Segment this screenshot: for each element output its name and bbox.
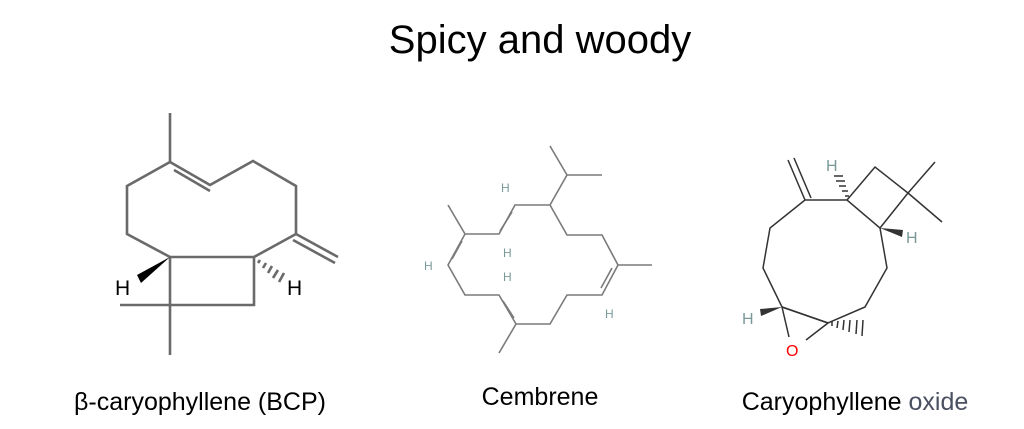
- hydrogen-label: H: [605, 307, 614, 321]
- hydrogen-label: H: [906, 230, 918, 247]
- oxygen-label: O: [786, 343, 798, 360]
- caryophyllene-oxide-structure: H H H O: [742, 157, 943, 360]
- page-title: Spicy and woody: [388, 18, 692, 62]
- hydrogen-label: H: [501, 181, 510, 195]
- bcp-structure: H H: [115, 113, 339, 355]
- hydrogen-label: H: [742, 311, 754, 328]
- caryophyllene-oxide-caption: Caryophyllene oxide: [742, 388, 969, 417]
- caption-main: Caryophyllene: [741, 388, 902, 416]
- bcp-caption: β-caryophyllene (BCP): [74, 388, 326, 416]
- wedge-bond: [137, 257, 170, 283]
- hydrogen-label: H: [826, 158, 838, 175]
- cembrene-structure: H H H H H: [424, 145, 652, 354]
- hydrogen-label: H: [503, 270, 512, 284]
- cembrene-caption: Cembrene: [481, 383, 599, 411]
- hydrogen-label: H: [424, 259, 433, 273]
- hydrogen-label: H: [115, 277, 130, 300]
- hydrogen-label: H: [503, 246, 512, 260]
- hydrogen-label: H: [287, 277, 302, 300]
- caption-accent: oxide: [908, 388, 969, 416]
